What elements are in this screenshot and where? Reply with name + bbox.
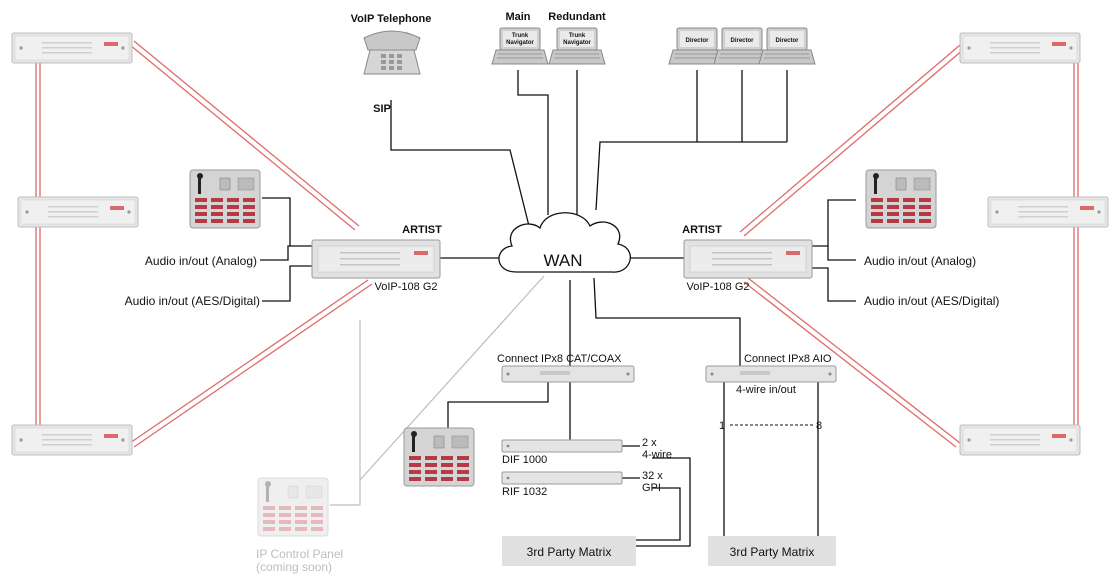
svg-text:Director: Director: [685, 38, 709, 44]
third-party-matrix-box-1: [502, 536, 636, 566]
audio-analog-right-label: Audio in/out (Analog): [864, 254, 976, 268]
dif-1000-device: [501, 439, 623, 453]
rack-unit-right-top: [959, 32, 1081, 64]
artist-left-label: ARTIST: [402, 224, 442, 236]
control-panel-bottom: [403, 427, 475, 487]
laptop-redundant-label-line1: Trunk: [569, 33, 586, 39]
laptop-redundant: Trunk Navigator: [548, 27, 606, 65]
artist-right-label: ARTIST: [682, 224, 722, 236]
voip-telephone-icon: [363, 30, 421, 75]
audio-aes-right-label: Audio in/out (AES/Digital): [864, 294, 999, 308]
artist-right-device: [683, 239, 813, 279]
audio-aes-left-label: Audio in/out (AES/Digital): [125, 294, 260, 308]
rack-unit-left-bottom: [11, 424, 133, 456]
voip-left-label: VoIP-108 G2: [375, 281, 438, 293]
wan-label: WAN: [543, 251, 582, 270]
rack-unit-left-middle: [17, 196, 139, 228]
four-wire-inout-label: 4-wire in/out: [736, 384, 796, 396]
rack-unit-right-middle: [987, 196, 1109, 228]
svg-text:Director: Director: [730, 38, 754, 44]
artist-left-device: [311, 239, 441, 279]
rif-label: RIF 1032: [502, 486, 547, 498]
rack-unit-right-bottom: [959, 424, 1081, 456]
svg-text:Director: Director: [775, 38, 799, 44]
laptop-main-label-line1: Trunk: [512, 33, 529, 39]
third-party-matrix-box-2: [708, 536, 836, 566]
laptop-director-2: Director: [713, 27, 771, 65]
gpi-label: GPI: [642, 482, 661, 494]
two-x-label: 2 x: [642, 437, 657, 449]
connect-ipx8-cat-device: [501, 365, 635, 383]
dif-label: DIF 1000: [502, 454, 547, 466]
connect-ipx8-aio-device: [705, 365, 837, 383]
redundant-label: Redundant: [548, 11, 606, 23]
laptop-director-1: Director: [668, 27, 726, 65]
rif-1032-device: [501, 471, 623, 485]
laptop-director-3: Director: [758, 27, 816, 65]
connect-aio-label: Connect IPx8 AIO: [744, 353, 832, 365]
four-wire-label: 4-wire: [642, 449, 672, 461]
laptop-main-label-line2: Navigator: [506, 40, 534, 46]
coming-soon-label: (coming soon): [256, 560, 332, 574]
voip-right-label: VoIP-108 G2: [687, 281, 750, 293]
laptop-main: Trunk Navigator: [491, 27, 549, 65]
range-start-label: 1: [719, 420, 725, 432]
ip-control-link-2: [330, 320, 361, 506]
wan-cloud: [498, 212, 631, 273]
thirtytwo-x-label: 32 x: [642, 470, 663, 482]
connect-cat-label: Connect IPx8 CAT/COAX: [497, 353, 622, 365]
main-label: Main: [505, 11, 530, 23]
voip-telephone-label: VoIP Telephone: [351, 13, 432, 25]
control-panel-right: [865, 169, 937, 229]
rack-unit-left-top: [11, 32, 133, 64]
ip-control-panel-device: [257, 477, 329, 537]
ip-control-link: [359, 275, 545, 481]
redundancy-ring-right: [739, 44, 1079, 448]
control-panel-left: [189, 169, 261, 229]
sip-label: SIP: [373, 103, 391, 115]
network-lines: [260, 70, 856, 547]
third-party-matrix-label-2: 3rd Party Matrix: [730, 545, 815, 559]
third-party-matrix-label-1: 3rd Party Matrix: [527, 545, 612, 559]
laptop-redundant-label-line2: Navigator: [563, 40, 591, 46]
redundancy-ring-left: [35, 40, 373, 448]
audio-analog-left-label: Audio in/out (Analog): [145, 254, 257, 268]
ip-control-panel-label: IP Control Panel: [256, 547, 343, 561]
range-end-label: 8: [816, 420, 822, 432]
